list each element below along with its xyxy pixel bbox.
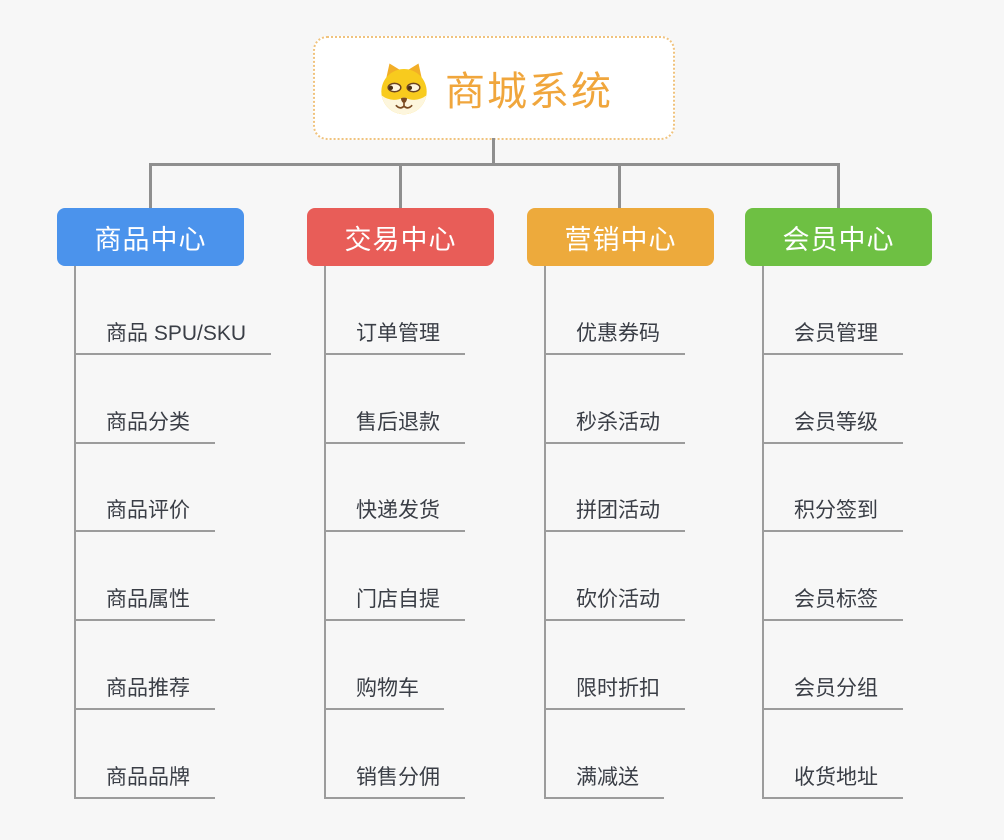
child-node[interactable]: 商品 SPU/SKU xyxy=(76,266,272,355)
child-node[interactable]: 会员分组 xyxy=(764,621,903,710)
branch-drop-line xyxy=(837,163,840,209)
child-node[interactable]: 秒杀活动 xyxy=(546,355,685,444)
branch-label: 会员中心 xyxy=(782,224,895,255)
child-node[interactable]: 积分签到 xyxy=(764,444,903,533)
child-node[interactable]: 收货地址 xyxy=(764,710,903,799)
branch-trade-center: 交易中心 订单管理 售后退款 快递发货 门店自提 购物车 销售分佣 xyxy=(307,208,494,799)
branch-node[interactable]: 会员中心 xyxy=(745,208,932,266)
child-node[interactable]: 商品推荐 xyxy=(76,621,215,710)
branch-label: 商品中心 xyxy=(94,224,207,255)
branch-marketing-center: 营销中心 优惠券码 秒杀活动 拼团活动 砍价活动 限时折扣 满减送 xyxy=(527,208,714,799)
branch-children: 订单管理 售后退款 快递发货 门店自提 购物车 销售分佣 xyxy=(324,266,465,799)
child-node[interactable]: 商品品牌 xyxy=(76,710,215,799)
branch-drop-line xyxy=(399,163,402,209)
child-node[interactable]: 快递发货 xyxy=(326,444,465,533)
child-node[interactable]: 订单管理 xyxy=(326,266,465,355)
branch-children: 优惠券码 秒杀活动 拼团活动 砍价活动 限时折扣 满减送 xyxy=(544,266,685,799)
branch-label: 营销中心 xyxy=(564,224,677,255)
branch-node[interactable]: 交易中心 xyxy=(307,208,494,266)
child-node[interactable]: 限时折扣 xyxy=(546,621,685,710)
branch-product-center: 商品中心 商品 SPU/SKU 商品分类 商品评价 商品属性 商品推荐 商品品牌 xyxy=(57,208,272,799)
child-node[interactable]: 满减送 xyxy=(546,710,664,799)
branch-drop-line xyxy=(618,163,621,209)
branch-label: 交易中心 xyxy=(344,224,457,255)
child-node[interactable]: 会员管理 xyxy=(764,266,903,355)
root-title: 商城系统 xyxy=(445,70,613,114)
child-node[interactable]: 商品评价 xyxy=(76,444,215,533)
root-node[interactable]: 商城系统 xyxy=(313,36,675,140)
branch-node[interactable]: 商品中心 xyxy=(57,208,244,266)
child-node[interactable]: 拼团活动 xyxy=(546,444,685,533)
child-node[interactable]: 销售分佣 xyxy=(326,710,465,799)
child-node[interactable]: 售后退款 xyxy=(326,355,465,444)
branch-children: 会员管理 会员等级 积分签到 会员标签 会员分组 收货地址 xyxy=(762,266,903,799)
child-node[interactable]: 购物车 xyxy=(326,621,444,710)
child-node[interactable]: 会员等级 xyxy=(764,355,903,444)
branch-node[interactable]: 营销中心 xyxy=(527,208,714,266)
child-node[interactable]: 商品属性 xyxy=(76,532,215,622)
child-node[interactable]: 优惠券码 xyxy=(546,266,685,355)
root-stem-line xyxy=(492,138,495,164)
branch-bus-line xyxy=(149,163,840,166)
dog-icon xyxy=(375,59,433,117)
child-node[interactable]: 门店自提 xyxy=(326,532,465,622)
branch-member-center: 会员中心 会员管理 会员等级 积分签到 会员标签 会员分组 收货地址 xyxy=(745,208,932,799)
child-node[interactable]: 商品分类 xyxy=(76,355,215,444)
branch-drop-line xyxy=(149,163,152,209)
branch-children: 商品 SPU/SKU 商品分类 商品评价 商品属性 商品推荐 商品品牌 xyxy=(74,266,272,799)
child-node[interactable]: 会员标签 xyxy=(764,532,903,622)
child-node[interactable]: 砍价活动 xyxy=(546,532,685,622)
